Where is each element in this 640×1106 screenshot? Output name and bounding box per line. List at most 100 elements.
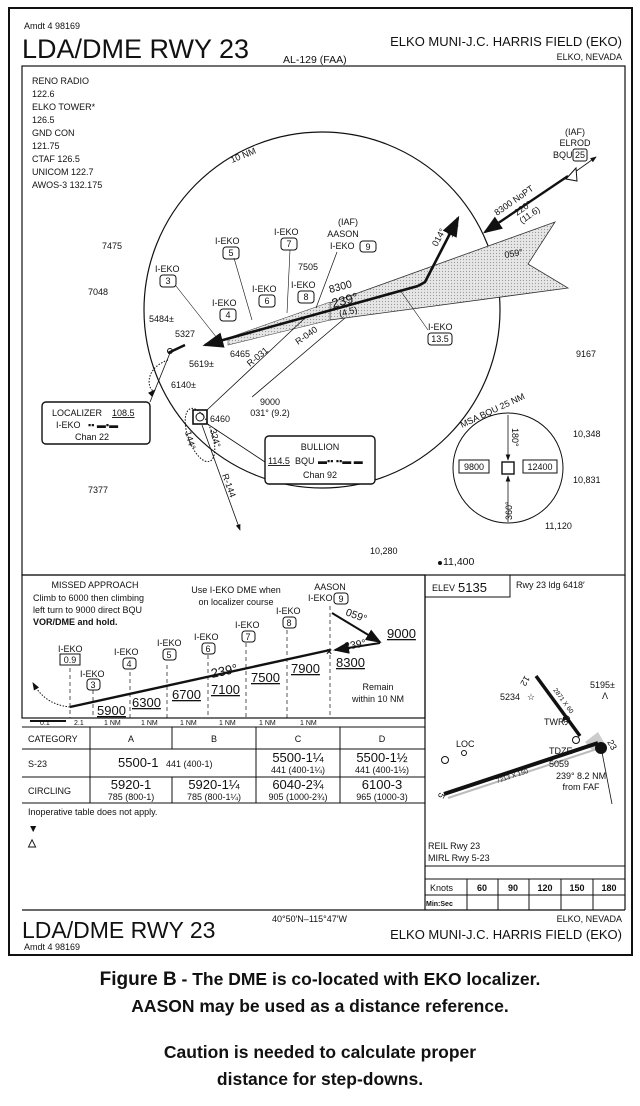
spot-elevation: 10,348 [573, 429, 601, 439]
distance-segment: 1 NM [141, 720, 158, 727]
hold-altitude: 9000 [387, 626, 416, 641]
morse-code-icon: ▬▪▪ ▪▪▬ ▬ [318, 456, 363, 466]
vortac-icon [192, 409, 208, 425]
runway-end-label: 12 [518, 674, 532, 688]
bqu-hold-outbound: 324° [208, 428, 223, 449]
vortac-chan: Chan 92 [303, 470, 337, 480]
minimum-sub: 905 (1000-2¾) [268, 792, 327, 802]
distance-segment: 2.1 [74, 720, 84, 727]
runway-12-30 [534, 674, 582, 738]
comm-line: 126.5 [32, 115, 55, 125]
tower-label: TWR [544, 717, 565, 727]
aason-dme: 9 [365, 242, 370, 252]
speed-value: 90 [508, 883, 518, 893]
caption-line-2: AASON may be used as a distance referenc… [131, 996, 508, 1016]
minimum-main: 6100-3 [362, 777, 402, 792]
comm-line: 122.6 [32, 89, 55, 99]
elrod-iaf: (IAF) [565, 127, 585, 137]
distance-segment: 1 NM [300, 720, 317, 727]
dme-fix-name: I-EKO [291, 280, 316, 290]
localizer-freq: 108.5 [112, 408, 135, 418]
procedure-turn-leg [417, 215, 460, 288]
dme-box [222, 246, 240, 260]
fix-name: I-EKO [157, 638, 182, 648]
procedure-id: AL-129 (FAA) [283, 54, 347, 66]
final-distance: (4.5) [338, 304, 358, 318]
hold-inbound-course: 059° [504, 247, 524, 260]
missed-altitude: 9000 [260, 397, 280, 407]
localizer-ident: I-EKO [56, 420, 81, 430]
stepdown-altitude: 5900 [97, 703, 126, 718]
radial-144 [201, 424, 241, 531]
amendment: Amdt 4 98169 [24, 21, 80, 31]
vortac-name: BULLION [301, 442, 340, 452]
dme-value: 4 [225, 310, 230, 320]
localizer-chan: Chan 22 [75, 432, 109, 442]
dme-value: 7 [286, 239, 291, 249]
fix-name: I-EKO [276, 606, 301, 616]
dme-box [359, 240, 377, 253]
profile-fixes: I-EKO 0.9 I-EKO 3 I-EKO 4 I-EKO 5 I-EKO … [58, 606, 301, 691]
fix-name: I-EKO [114, 647, 139, 657]
profile-course-239-hold: 239° [343, 637, 366, 653]
msa-east: 12400 [527, 462, 552, 472]
dme-value: 5 [228, 248, 233, 258]
runway-plan [167, 343, 186, 355]
fix-dme: 5 [166, 650, 171, 660]
profile-course-final: 239° [210, 661, 239, 681]
fix-name: I-EKO [235, 620, 260, 630]
stepdown-altitude: 6700 [172, 687, 201, 702]
aason-name: AASON [327, 229, 359, 239]
final-course: 239° [330, 289, 360, 310]
spot-elevation: 7377 [88, 485, 108, 495]
elev-box [424, 574, 511, 598]
spot-elevation: 6460 [210, 414, 230, 424]
minimum-main: 5500-1 [118, 755, 158, 770]
dme-box [258, 294, 276, 308]
speed-value: 60 [477, 883, 487, 893]
stepdown-altitude: 8300 [336, 655, 365, 670]
profile-missed-path [32, 682, 71, 708]
procedure-title: LDA/DME RWY 23 [22, 34, 249, 64]
elev-label: ELEV [432, 583, 455, 593]
spot-elevation: 10,831 [573, 475, 601, 485]
runway-end-label: 23 [605, 738, 619, 752]
dme-box [297, 290, 315, 304]
spot-elevation: 6140± [171, 380, 196, 390]
missed-approach-line: Climb to 6000 then climbing [33, 593, 144, 603]
minimum-sub: 785 (800-1) [108, 792, 155, 802]
distance-segment: 1 NM [259, 720, 276, 727]
dme-fix-name: I-EKO [155, 264, 180, 274]
missed-approach-text: MISSED APPROACH Climb to 6000 then climb… [33, 580, 144, 627]
profile-aason-name: AASON [314, 582, 346, 592]
dme-fix-labels: I-EKO 3 I-EKO 4 I-EKO 5 I-EKO 6 I-EKO 7 … [155, 227, 453, 346]
stepdown-altitude: 6300 [132, 695, 161, 710]
star-icon: ☆ [527, 692, 535, 702]
ten-nm-ring [143, 131, 501, 489]
spot-elevation: 7048 [88, 287, 108, 297]
caption-line-4: distance for step-downs. [217, 1069, 423, 1089]
profile-hold-inbound [333, 641, 381, 654]
minimum-main: 5500-1¼ [272, 750, 323, 765]
distance-scale: 0.1 2.1 1 NM 1 NM 1 NM 1 NM 1 NM 1 NM [40, 720, 317, 727]
descent-path [69, 648, 331, 709]
fix-dme: 0.9 [64, 655, 77, 665]
caption-lead: Figure B [100, 969, 177, 990]
minimums-row-circling: CIRCLING 5920-1 785 (800-1) 5920-1¼ 785 … [28, 777, 408, 802]
faf-marker: × [326, 646, 332, 658]
profile-fix-lines [69, 606, 331, 718]
feeder-route [483, 175, 569, 234]
fix-name: I-EKO [194, 632, 219, 642]
obstacle-icon: Λ [602, 691, 608, 701]
feeder-extension [574, 156, 597, 173]
fix-dme: 4 [126, 659, 131, 669]
elrod-dme: 25 [575, 150, 585, 160]
minimum-main: 5920-1¼ [188, 777, 239, 792]
minimums-row-s23: S-23 5500-1 441 (400-1) 5500-1¼ 441 (400… [28, 750, 409, 775]
takeoff-minimums-icon: ▼ [28, 823, 38, 835]
morse-code-icon: ▪▪ ▬▪▬ [88, 420, 118, 430]
dme-value: 13.5 [431, 334, 449, 344]
missed-approach-line: VOR/DME and hold. [33, 617, 118, 627]
inoperative-note: Inoperative table does not apply. [28, 807, 157, 817]
